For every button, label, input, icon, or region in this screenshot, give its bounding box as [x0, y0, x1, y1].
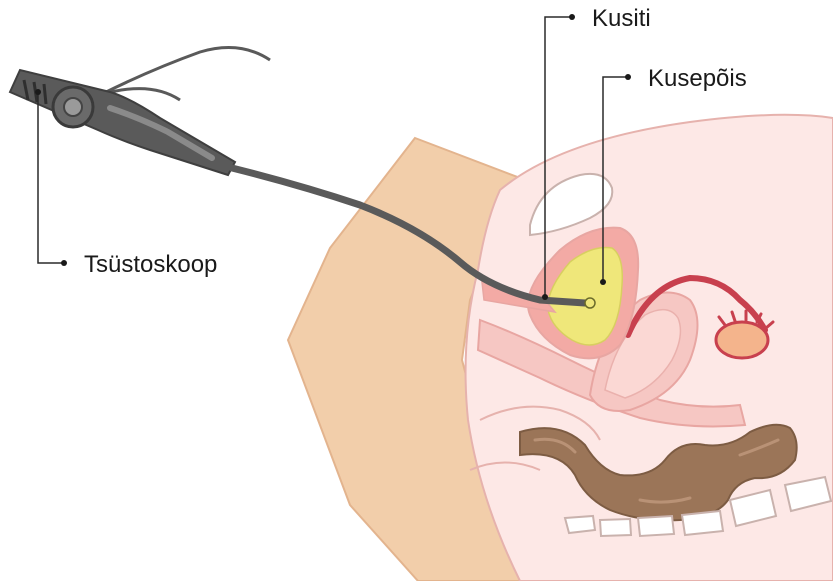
tsustoskoop-leader-dot-start [35, 89, 41, 95]
cystoscope-tip [585, 298, 595, 308]
tsustoskoop-leader-dot-end [61, 260, 67, 266]
kusepois-leader-dot-start [600, 279, 606, 285]
kusiti-leader-dot-start [542, 294, 548, 300]
kusepois-leader-dot-end [625, 74, 631, 80]
label-kusiti: Kusiti [592, 5, 651, 32]
kusiti-leader-dot-end [569, 14, 575, 20]
label-tsustoskoop: Tsüstoskoop [84, 251, 217, 278]
label-kusepois: Kusepõis [648, 65, 747, 92]
cystoscope-cable [100, 48, 270, 96]
ovary [716, 322, 768, 358]
cystoscope-eyepiece-inner [64, 98, 82, 116]
